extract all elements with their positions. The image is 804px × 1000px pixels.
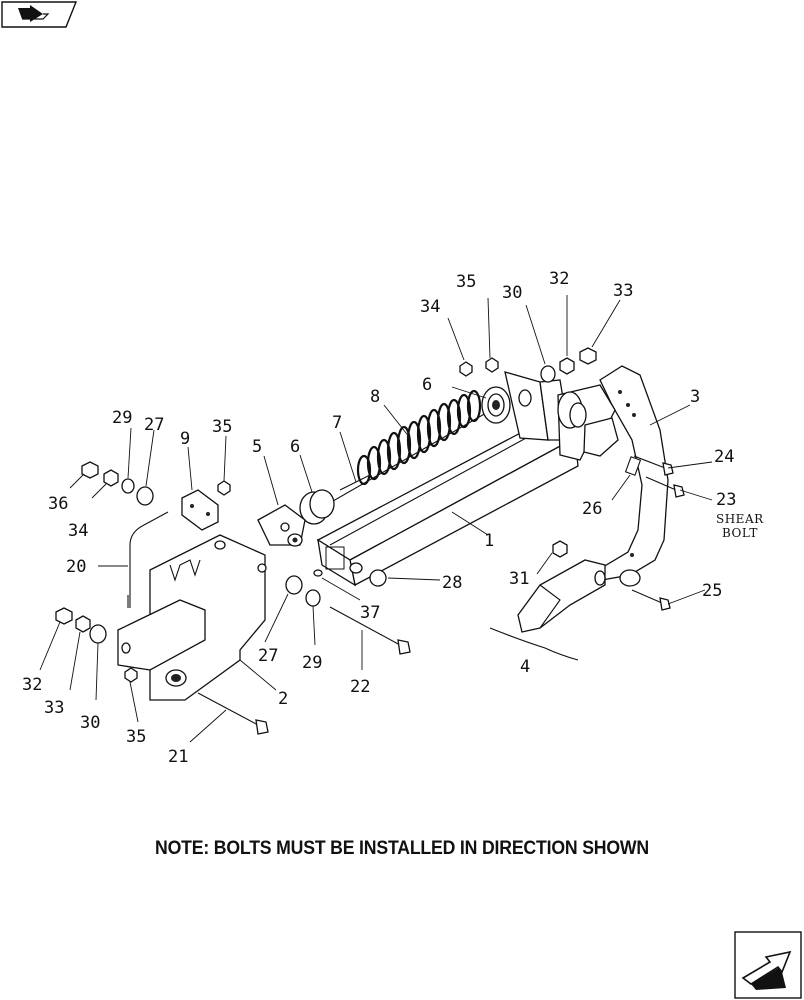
callout-16: 23 <box>716 490 736 510</box>
hardware <box>55 347 642 683</box>
callout-28: 29 <box>302 653 322 673</box>
callout-32: 30 <box>80 713 100 733</box>
callout-22: 31 <box>509 569 529 589</box>
part-8-spring <box>299 389 501 521</box>
callout-19: 36 <box>48 494 68 514</box>
part-2-mount-bracket <box>117 534 267 701</box>
part-6-spring-cup-upper <box>481 386 511 424</box>
callout-24: 37 <box>360 603 380 623</box>
callout-33: 2 <box>278 689 288 709</box>
callout-20: 34 <box>68 521 88 541</box>
callout-1: 32 <box>549 269 569 289</box>
callout-14: 5 <box>252 437 262 457</box>
part-4-point <box>489 559 641 661</box>
callout-0: 35 <box>456 272 476 292</box>
callout-18: 1 <box>484 531 494 551</box>
shear-bolt-label-line2: BOLT <box>722 526 758 540</box>
callout-31: 33 <box>44 698 64 718</box>
callout-10: 29 <box>112 408 132 428</box>
callout-35: 21 <box>168 747 188 767</box>
leader-lines <box>39 295 713 743</box>
installation-note: NOTE: BOLTS MUST BE INSTALLED IN DIRECTI… <box>154 838 650 859</box>
callout-15: 6 <box>290 437 300 457</box>
callout-21: 20 <box>66 557 86 577</box>
callout-7: 3 <box>690 387 700 407</box>
part-9-plate <box>181 489 219 531</box>
callout-4: 30 <box>502 283 522 303</box>
shear-bolt-label-line1: SHEAR <box>716 512 764 526</box>
callout-9: 7 <box>332 413 342 433</box>
callout-3: 34 <box>420 297 440 317</box>
callout-26: 32 <box>22 675 42 695</box>
callout-29: 22 <box>350 677 370 697</box>
bolts <box>197 455 685 735</box>
callout-27: 27 <box>258 646 278 666</box>
callout-8: 24 <box>714 447 734 467</box>
part-1-arm <box>316 419 579 587</box>
part-6-spring-cup-lower <box>299 489 335 525</box>
next-page-arrow-icon[interactable] <box>734 931 802 999</box>
part-3-shank <box>557 365 669 581</box>
part-7-eyebolt <box>339 474 371 491</box>
part-20-u-bolt <box>127 511 169 608</box>
callout-6: 8 <box>370 387 380 407</box>
callout-labels: 35 32 33 34 30 6 8 3 24 7 29 27 35 9 5 6… <box>22 269 764 767</box>
previous-page-arrow-icon[interactable] <box>1 1 78 28</box>
part-5-spring-bracket <box>257 504 306 547</box>
callout-12: 35 <box>212 417 232 437</box>
callout-30: 4 <box>520 657 530 677</box>
callout-5: 6 <box>422 375 432 395</box>
callout-34: 35 <box>126 727 146 747</box>
assembly-drawing <box>39 295 713 743</box>
callout-25: 25 <box>702 581 722 601</box>
callout-11: 27 <box>144 415 164 435</box>
callout-13: 9 <box>180 429 190 449</box>
callout-2: 33 <box>613 281 633 301</box>
callout-23: 28 <box>442 573 462 593</box>
callout-17: 26 <box>582 499 602 519</box>
